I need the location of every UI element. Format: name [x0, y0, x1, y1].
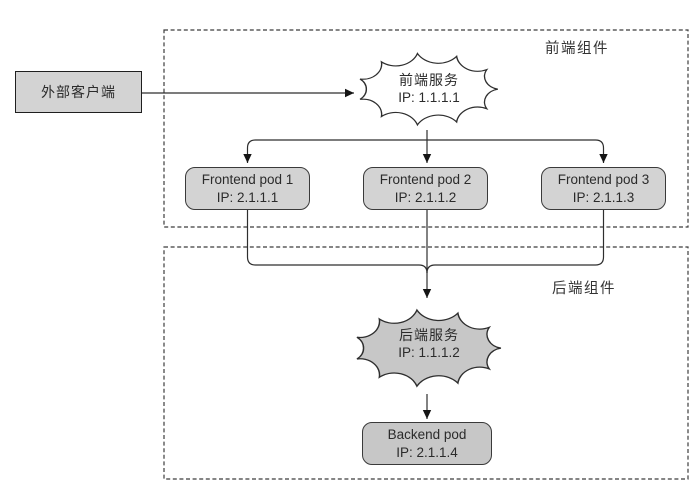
- frontend-pod-2-ip: IP: 2.1.1.2: [394, 189, 457, 205]
- wire-pod3-to-merge: [426, 210, 605, 274]
- frontend-group-border: [163, 29, 689, 228]
- arrow-frontend-service-to-pod3: [427, 139, 608, 163]
- backend-pod: Backend pod IP: 2.1.1.4: [362, 422, 492, 465]
- backend-group-border: [163, 246, 689, 480]
- frontend-pod-1: Frontend pod 1 IP: 2.1.1.1: [185, 167, 310, 210]
- backend-service-ip: IP: 1.1.1.2: [398, 345, 460, 360]
- frontend-pod-3: Frontend pod 3 IP: 2.1.1.3: [541, 167, 666, 210]
- backend-pod-ip: IP: 2.1.1.4: [396, 444, 458, 460]
- backend-service-name: 后端服务: [399, 327, 459, 343]
- frontend-pod-1-name: Frontend pod 1: [201, 171, 294, 187]
- backend-service-label: 后端服务 IP: 1.1.1.2: [354, 327, 504, 361]
- wire-pod1-to-merge: [246, 210, 428, 274]
- backend-pod-name: Backend pod: [387, 426, 467, 442]
- backend-group-label: 后端组件: [552, 281, 616, 297]
- external-client-label: 外部客户端: [41, 84, 116, 100]
- frontend-pod-2: Frontend pod 2 IP: 2.1.1.2: [363, 167, 488, 210]
- frontend-pod-3-name: Frontend pod 3: [557, 171, 650, 187]
- frontend-pod-1-ip: IP: 2.1.1.1: [216, 189, 279, 205]
- frontend-pod-2-name: Frontend pod 2: [379, 171, 472, 187]
- frontend-service-label: 前端服务 IP: 1.1.1.1: [354, 72, 504, 106]
- frontend-service-name: 前端服务: [399, 72, 459, 88]
- frontend-group-label: 前端组件: [545, 41, 609, 57]
- arrow-frontend-service-to-pod1: [243, 139, 427, 163]
- frontend-service-ip: IP: 1.1.1.1: [398, 90, 460, 105]
- frontend-pod-3-ip: IP: 2.1.1.3: [572, 189, 635, 205]
- external-client-node: 外部客户端: [15, 71, 142, 113]
